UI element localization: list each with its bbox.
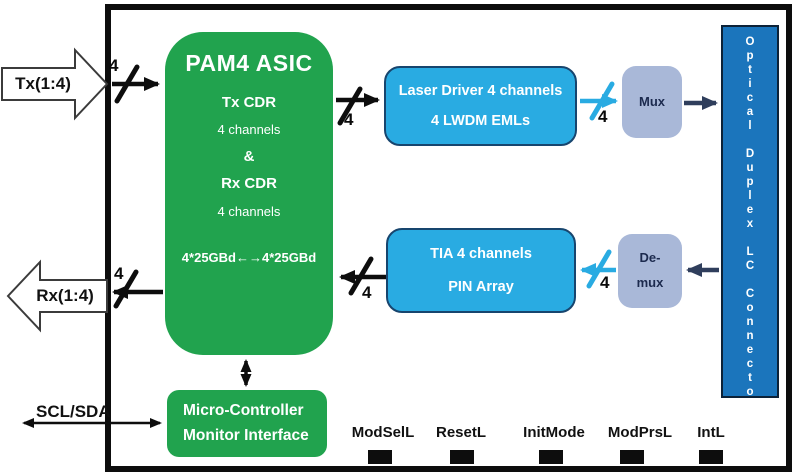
pam4-rate-label: 4*25GBd←→4*25GBd xyxy=(181,249,317,265)
micro-controller-block: Micro-Controller Monitor Interface xyxy=(167,390,327,457)
pam4-laser-bus-width-label: 4 xyxy=(344,110,354,129)
pam4-rx-cdr-label: Rx CDR xyxy=(221,175,277,193)
rx-bus-width-label: 4 xyxy=(114,264,124,283)
pin-label-modprsl: ModPrsL xyxy=(607,424,673,441)
tia-block: TIA 4 channels PIN Array xyxy=(386,228,576,313)
micro-controller-label: Micro-Controller xyxy=(183,402,304,419)
module-boundary-frame xyxy=(105,4,792,472)
rx-output-label: Rx(1:4) xyxy=(36,286,94,305)
scl-sda-label: SCL/SDA xyxy=(36,402,111,421)
monitor-interface-label: Monitor Interface xyxy=(183,427,309,444)
pam4-title: PAM4 ASIC xyxy=(185,50,313,76)
pam4-tx-cdr-label: Tx CDR xyxy=(221,94,277,111)
pin-pad-modprsl xyxy=(620,450,644,464)
tx-input-block-arrow xyxy=(1,47,109,121)
pam4-laser-slash xyxy=(337,86,363,126)
demux-label-line1: De- xyxy=(639,250,661,266)
pin-label-modsell: ModSelL xyxy=(351,424,415,441)
laser-driver-block: Laser Driver 4 channels 4 LWDM EMLs xyxy=(384,66,577,146)
pin-pad-initmode xyxy=(539,450,563,464)
laser-driver-label: Laser Driver 4 channels xyxy=(398,82,563,99)
tia-channels-label: TIA 4 channels xyxy=(430,246,532,263)
pin-pad-intl xyxy=(699,450,723,464)
tia-pam4-bus-width-label: 4 xyxy=(362,283,372,302)
laser-mux-slash xyxy=(589,81,615,121)
rx-bus-slash xyxy=(113,269,139,309)
tx-bus-width-label: 4 xyxy=(109,56,119,75)
pam4-tx-channels-label: 4 channels xyxy=(217,122,281,138)
pam4-rx-channels-label: 4 channels xyxy=(217,203,281,219)
tx-bus-slash xyxy=(114,64,140,104)
demux-tia-slash xyxy=(586,249,612,289)
pin-label-resetl: ResetL xyxy=(435,424,487,441)
laser-mux-bus-width-label: 4 xyxy=(598,107,608,126)
mux-label: Mux xyxy=(639,93,665,109)
lwdm-emls-label: 4 LWDM EMLs xyxy=(430,113,531,130)
pin-label-initmode: InitMode xyxy=(523,424,585,441)
optical-connector-label: Optical Duplex LC Connector xyxy=(744,36,756,414)
tia-pam4-slash xyxy=(348,256,374,296)
pin-label-intl: IntL xyxy=(697,424,725,441)
tx-input-label: Tx(1:4) xyxy=(15,74,71,93)
demux-label-line2: mux xyxy=(636,275,664,290)
pin-pad-resetl xyxy=(450,450,474,464)
pam4-ampersand-label: & xyxy=(243,148,255,166)
pin-pad-modsell xyxy=(368,450,392,464)
pam4-asic-block: PAM4 ASIC Tx CDR 4 channels & Rx CDR 4 c… xyxy=(165,32,333,355)
optical-connector-block: Optical Duplex LC Connector xyxy=(721,25,779,414)
pin-array-label: PIN Array xyxy=(448,278,514,295)
mux-block: Mux xyxy=(622,66,682,138)
demux-tia-bus-width-label: 4 xyxy=(600,273,610,292)
rx-output-block-arrow xyxy=(6,259,108,333)
demux-block: De- mux xyxy=(618,234,682,308)
